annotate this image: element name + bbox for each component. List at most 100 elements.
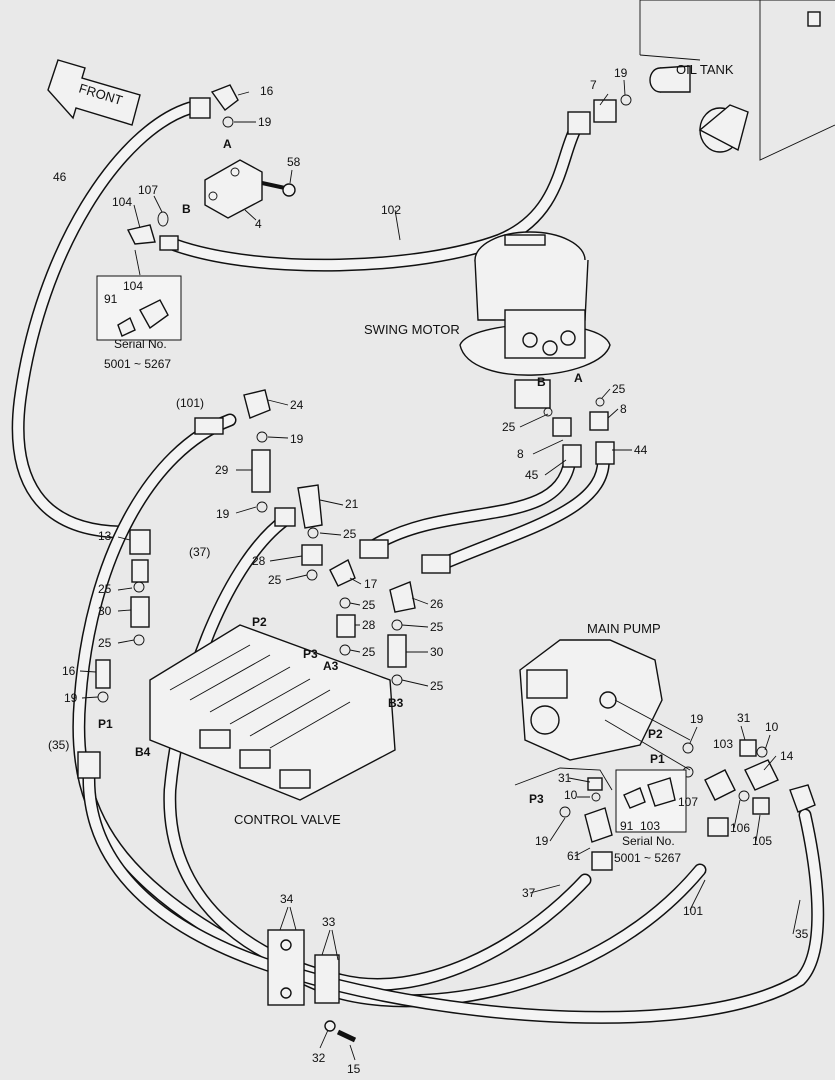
port-P2-pump: P2 [648, 727, 663, 741]
main-pump: MAIN PUMP [519, 621, 691, 771]
part-label: 44 [634, 443, 648, 457]
port-P2-cv: P2 [252, 615, 267, 629]
port-P3-pump: P3 [529, 792, 544, 806]
part-label: 25 [502, 420, 516, 434]
part-label: 19 [258, 115, 272, 129]
top-left-fittings [126, 84, 296, 276]
port-A3-cv: A3 [323, 659, 339, 673]
part-label: 16 [62, 664, 76, 678]
control-valve: CONTROL VALVE [149, 624, 396, 827]
part-label: 58 [287, 155, 301, 169]
part-label: 35 [795, 927, 809, 941]
part-label: (37) [189, 545, 210, 559]
part-label: 15 [347, 1062, 361, 1076]
clamp-33 [314, 954, 340, 1004]
part-label: 25 [612, 382, 626, 396]
part-label: (101) [176, 396, 204, 410]
swing-motor-title: SWING MOTOR [364, 322, 460, 337]
serial-box-left: Serial No. 5001 ~ 5267 104 91 [96, 275, 182, 371]
part-label: 106 [730, 821, 750, 835]
part-label: 31 [737, 711, 751, 725]
port-labels: A B A B P2 P3 A3 B3 P1 B4 P2 P1 P3 [98, 137, 665, 806]
front-arrow: FRONT [47, 59, 141, 126]
serial-range-left: 5001 ~ 5267 [104, 357, 171, 371]
part-label: 37 [522, 886, 536, 900]
port-P3-cv: P3 [303, 647, 318, 661]
part-label: (35) [48, 738, 69, 752]
serial-left-part-104: 104 [123, 279, 143, 293]
serial-label-left: Serial No. [114, 337, 167, 351]
part-label: 25 [343, 527, 357, 541]
part-label: 25 [430, 679, 444, 693]
part-label: 19 [290, 432, 304, 446]
control-valve-title: CONTROL VALVE [234, 812, 341, 827]
serial-right-part-91: 91 [620, 819, 634, 833]
part-label: 8 [620, 402, 627, 416]
part-label: 107 [138, 183, 158, 197]
hoses [11, 101, 825, 1043]
part-label: 10 [765, 720, 779, 734]
part-label: 30 [98, 604, 112, 618]
part-label: 102 [381, 203, 401, 217]
part-label: 32 [312, 1051, 326, 1065]
serial-left-part-91: 91 [104, 292, 118, 306]
part-label: 45 [525, 468, 539, 482]
part-label: 103 [713, 737, 733, 751]
part-29 [251, 449, 271, 493]
part-label: 17 [364, 577, 378, 591]
washer-32 [324, 1020, 336, 1032]
part-label: 25 [430, 620, 444, 634]
main-pump-title: MAIN PUMP [587, 621, 661, 636]
part-label: 105 [752, 834, 772, 848]
block-4 [204, 159, 263, 219]
port-B4-cv: B4 [135, 745, 151, 759]
serial-label-right: Serial No. [622, 834, 675, 848]
part-label: 61 [567, 849, 581, 863]
part-label: 34 [280, 892, 294, 906]
port-P1-pump: P1 [650, 752, 665, 766]
part-label: 19 [216, 507, 230, 521]
part-label: 25 [362, 645, 376, 659]
part-label: 16 [260, 84, 274, 98]
left-column-fittings [77, 389, 323, 779]
bolt-15 [336, 1029, 357, 1043]
port-B-motor: B [537, 375, 546, 389]
part-label: 26 [430, 597, 444, 611]
part-label: 24 [290, 398, 304, 412]
port-B-block: B [182, 202, 191, 216]
part-label: 25 [98, 636, 112, 650]
part-label: 25 [98, 582, 112, 596]
port-B3-cv: B3 [388, 696, 404, 710]
part-label: 31 [558, 771, 572, 785]
part-label: 19 [614, 66, 628, 80]
part-label: 29 [215, 463, 229, 477]
part-label: 104 [112, 195, 132, 209]
part-label: 25 [362, 598, 376, 612]
part-label: 19 [64, 691, 78, 705]
port-P1-cv: P1 [98, 717, 113, 731]
oil-tank: OIL TANK [639, 0, 835, 161]
part-label: 14 [780, 749, 794, 763]
part-label: 19 [535, 834, 549, 848]
part-label: 13 [98, 529, 112, 543]
bolt-58 [282, 183, 296, 197]
swing-motor-fittings [543, 94, 632, 468]
part-number-labels: 16 19 58 4 107 104 46 102 7 19 24 19 29 … [48, 66, 809, 1076]
part-label: 4 [255, 217, 262, 231]
serial-range-right: 5001 ~ 5267 [614, 851, 681, 865]
part-label: 28 [252, 554, 266, 568]
part-label: 8 [517, 447, 524, 461]
port-A-block: A [223, 137, 232, 151]
part-label: 33 [322, 915, 336, 929]
part-label: 25 [268, 573, 282, 587]
part-label: 28 [362, 618, 376, 632]
main-pump-fittings [514, 739, 816, 871]
leader-lines [79, 79, 801, 1061]
part-label: 107 [678, 795, 698, 809]
part-label: 7 [590, 78, 597, 92]
port-A-motor: A [574, 371, 583, 385]
part-label: 10 [564, 788, 578, 802]
serial-box-right: 91 103 Serial No. 5001 ~ 5267 [614, 769, 687, 865]
part-label: 46 [53, 170, 67, 184]
